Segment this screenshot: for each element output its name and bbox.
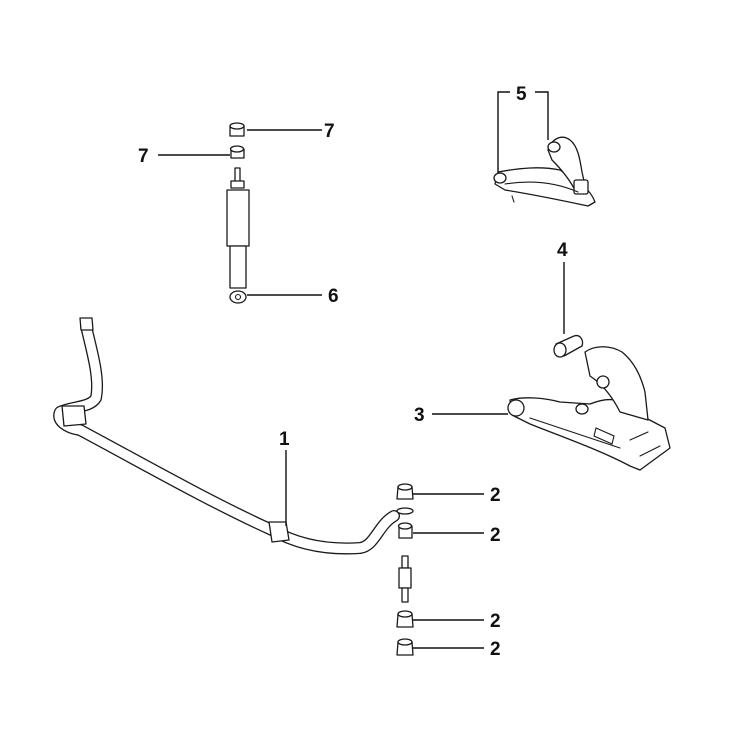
callout-2d: 2 — [490, 639, 501, 660]
leader-5 — [497, 91, 510, 172]
callout-2a: 2 — [490, 485, 501, 506]
leader-5b — [535, 91, 549, 140]
callout-labels: 5 4 7 7 6 3 1 2 2 2 2 — [138, 84, 568, 660]
shock-top-bushing-lower — [229, 145, 245, 159]
upper-control-arm — [493, 136, 596, 207]
link-bushing-4 — [396, 638, 414, 656]
stabilizer-link-rod — [398, 555, 412, 603]
shock-top-bushing-upper — [229, 122, 245, 137]
shock-absorber — [226, 167, 250, 304]
link-bushing-1 — [396, 483, 414, 500]
callout-2c: 2 — [490, 611, 501, 632]
callout-7-right: 7 — [324, 121, 335, 142]
link-bushing-3 — [396, 610, 414, 628]
link-bushing-2 — [397, 522, 413, 539]
callout-3: 3 — [414, 405, 425, 426]
bump-stop — [553, 334, 584, 358]
callout-4: 4 — [557, 240, 568, 261]
lower-control-arm — [507, 346, 671, 471]
callout-6: 6 — [328, 286, 339, 307]
callout-1: 1 — [279, 429, 290, 450]
link-washer — [396, 507, 414, 515]
leader-lines — [158, 91, 565, 649]
callout-5: 5 — [516, 84, 527, 105]
callout-2b: 2 — [490, 525, 501, 546]
stabilizer-bar — [53, 317, 400, 555]
callout-7-left: 7 — [138, 146, 149, 167]
